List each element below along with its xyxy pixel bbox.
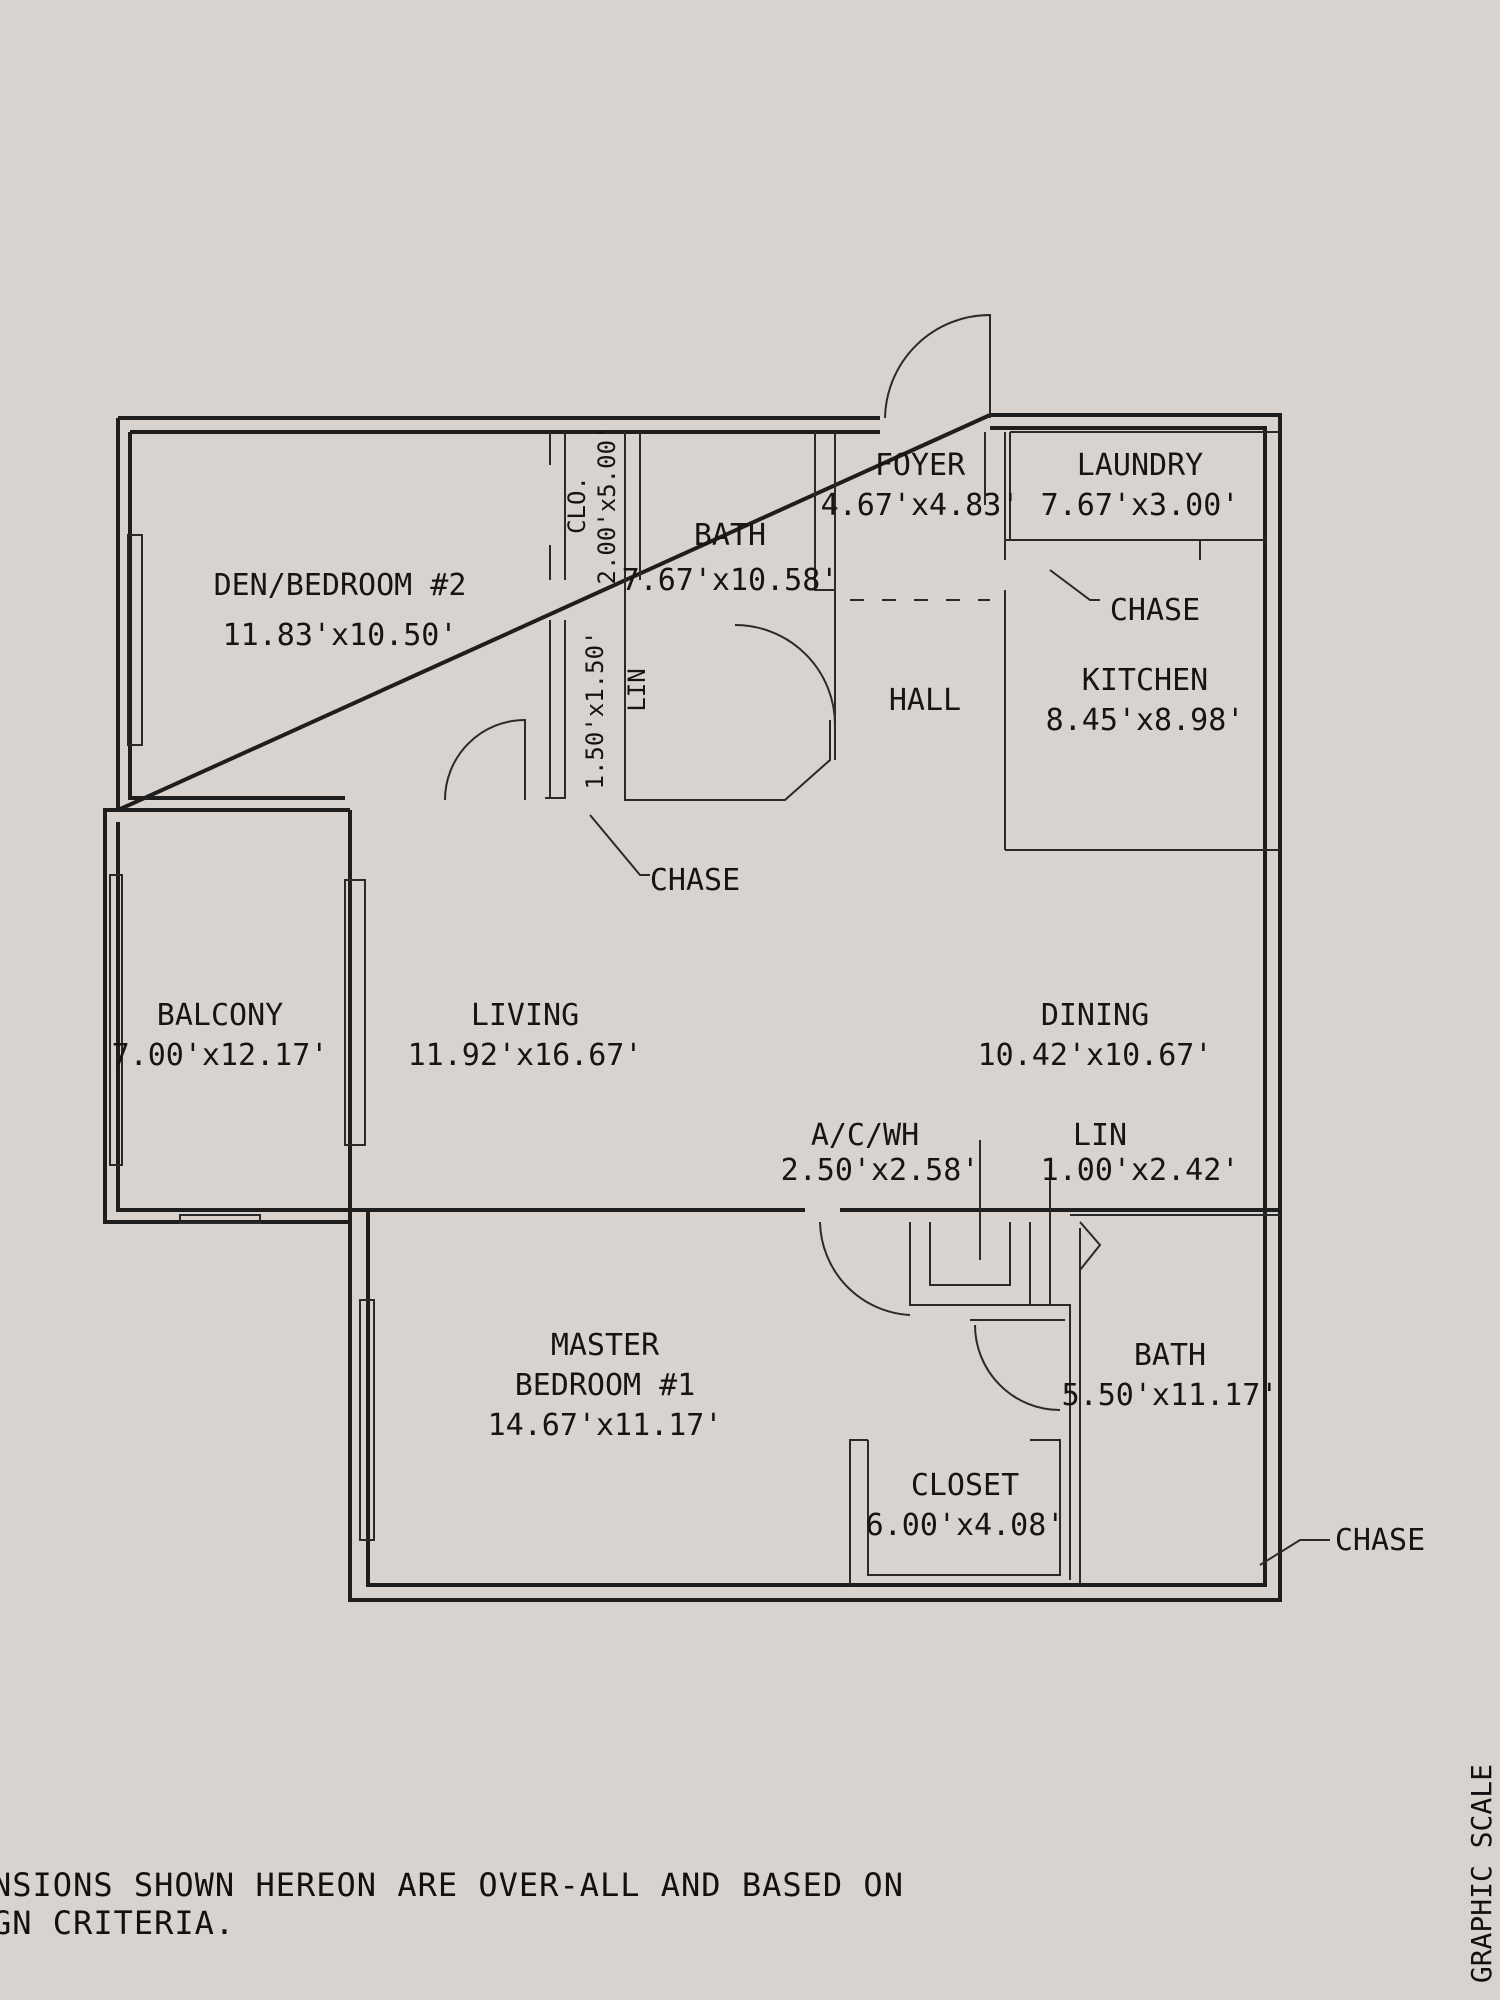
closet-label: CLOSET	[911, 1468, 1019, 1503]
graphic-scale-label: GRAPHIC SCALE	[1465, 1764, 1498, 1984]
kitchen-label: KITCHEN	[1082, 663, 1208, 698]
chase-arrows	[589, 569, 1330, 1566]
acwh-size: 2.50'x2.58'	[781, 1153, 980, 1188]
acwh-label: A/C/WH	[811, 1118, 919, 1153]
walls	[103, 413, 1282, 1602]
bath2-label: BATH	[1134, 1338, 1206, 1373]
closet-size: 6.00'x4.08'	[866, 1508, 1065, 1543]
laundry-size: 7.67'x3.00'	[1041, 488, 1240, 523]
clo-label: CLO.	[563, 476, 591, 534]
note-line-2: GN CRITERIA.	[0, 1904, 236, 1942]
bath2-size: 5.50'x11.17'	[1062, 1378, 1279, 1413]
lin2-size: 1.00'x2.42'	[1041, 1153, 1240, 1188]
living-label: LIVING	[471, 998, 579, 1033]
lin1-label: LIN	[623, 668, 651, 711]
living-size: 11.92'x16.67'	[408, 1038, 643, 1073]
foyer-size: 4.67'x4.83'	[821, 488, 1020, 523]
chase-label-3: CHASE	[1335, 1523, 1425, 1558]
den-size: 11.83'x10.50'	[223, 618, 458, 653]
dining-label: DINING	[1041, 998, 1149, 1033]
hall-label: HALL	[889, 683, 961, 718]
den-label: DEN/BEDROOM #2	[214, 568, 467, 603]
lin1-size: 1.50'x1.50'	[581, 631, 609, 790]
chase-label-2: CHASE	[650, 863, 740, 898]
kitchen-size: 8.45'x8.98'	[1046, 703, 1245, 738]
bath1-size: 7.67'x10.58'	[622, 563, 839, 598]
master-label: MASTER	[551, 1328, 660, 1363]
balcony-size: 7.00'x12.17'	[112, 1038, 329, 1073]
balcony-label: BALCONY	[157, 998, 283, 1033]
dining-size: 10.42'x10.67'	[978, 1038, 1213, 1073]
bath1-label: BATH	[694, 518, 766, 553]
foyer-label: FOYER	[875, 448, 966, 483]
chase-label-1: CHASE	[1110, 593, 1200, 628]
door-swings	[444, 313, 1102, 1411]
master-label-2: BEDROOM #1	[515, 1368, 696, 1403]
lin2-label: LIN	[1073, 1118, 1127, 1153]
master-size: 14.67'x11.17'	[488, 1408, 723, 1443]
laundry-label: LAUNDRY	[1077, 448, 1203, 483]
clo-size: 2.00'x5.00'	[593, 426, 621, 585]
note-line-1: NSIONS SHOWN HEREON ARE OVER-ALL AND BAS…	[0, 1866, 904, 1904]
